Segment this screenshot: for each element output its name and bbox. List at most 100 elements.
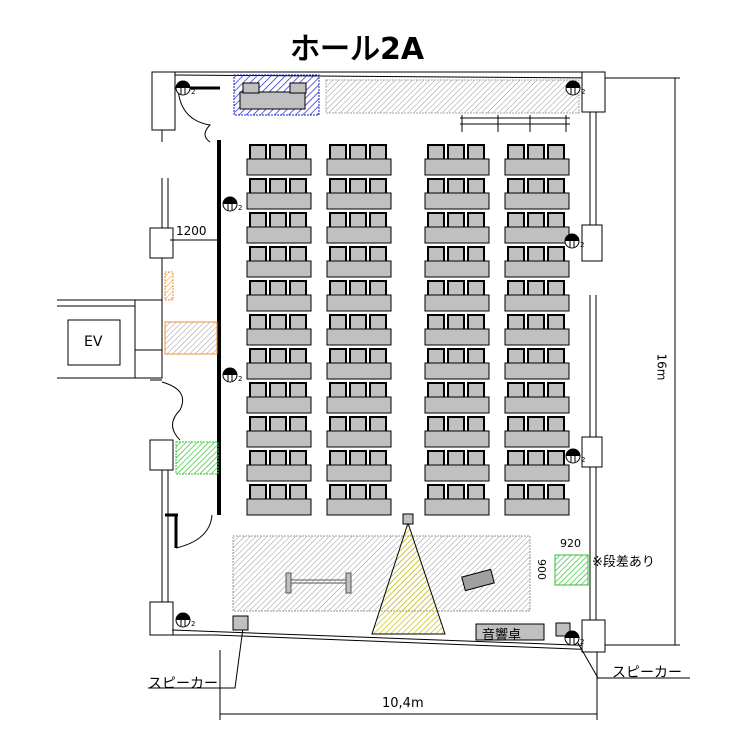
desk bbox=[424, 328, 490, 346]
chair bbox=[369, 382, 387, 399]
chair bbox=[289, 382, 307, 399]
chair bbox=[269, 178, 287, 195]
chair bbox=[349, 246, 367, 263]
desk-group bbox=[326, 416, 392, 448]
stage-truss bbox=[285, 572, 352, 594]
chair bbox=[467, 246, 485, 263]
chair bbox=[329, 246, 347, 263]
desk bbox=[424, 396, 490, 414]
chair bbox=[349, 450, 367, 467]
desk bbox=[246, 260, 312, 278]
chair bbox=[527, 348, 545, 365]
outlet-count: 2 bbox=[580, 638, 584, 646]
page-title: ホール2A bbox=[290, 32, 425, 67]
chair bbox=[369, 484, 387, 501]
chair bbox=[249, 280, 267, 297]
chair bbox=[369, 212, 387, 229]
outlet-count: 2 bbox=[581, 456, 585, 464]
chair bbox=[547, 416, 565, 433]
chair bbox=[527, 314, 545, 331]
chair bbox=[507, 144, 525, 161]
chair bbox=[527, 416, 545, 433]
chair bbox=[269, 212, 287, 229]
desk bbox=[326, 464, 392, 482]
chair bbox=[349, 212, 367, 229]
ev-label: EV bbox=[84, 334, 103, 350]
chair bbox=[527, 484, 545, 501]
chair bbox=[427, 280, 445, 297]
chair bbox=[427, 450, 445, 467]
step-area bbox=[554, 554, 589, 586]
desk bbox=[326, 226, 392, 244]
desk-group bbox=[326, 178, 392, 210]
chair bbox=[249, 212, 267, 229]
outlet-icon: 2 bbox=[565, 80, 585, 96]
chair bbox=[447, 212, 465, 229]
partition-stand bbox=[460, 115, 570, 132]
chair bbox=[269, 314, 287, 331]
desk bbox=[424, 158, 490, 176]
chair bbox=[507, 348, 525, 365]
desk bbox=[504, 226, 570, 244]
desk-group bbox=[326, 348, 392, 380]
chair bbox=[547, 246, 565, 263]
desk-group bbox=[424, 416, 490, 448]
chair bbox=[369, 348, 387, 365]
chair bbox=[249, 416, 267, 433]
chair bbox=[249, 144, 267, 161]
desk-group bbox=[326, 144, 392, 176]
desk-group bbox=[424, 348, 490, 380]
desk bbox=[504, 192, 570, 210]
chair bbox=[547, 382, 565, 399]
chair bbox=[289, 484, 307, 501]
step-depth: 900 bbox=[535, 559, 548, 580]
desk-group bbox=[326, 484, 392, 516]
desk-group bbox=[326, 212, 392, 244]
chair bbox=[289, 314, 307, 331]
speaker-left-label: スピーカー bbox=[148, 676, 218, 692]
desk bbox=[424, 362, 490, 380]
chair bbox=[447, 484, 465, 501]
chair bbox=[269, 450, 287, 467]
desk-group bbox=[246, 484, 312, 516]
chair bbox=[447, 382, 465, 399]
chair bbox=[507, 416, 525, 433]
chair bbox=[269, 382, 287, 399]
desk-group bbox=[246, 382, 312, 414]
chair bbox=[507, 246, 525, 263]
chair bbox=[547, 348, 565, 365]
desk bbox=[424, 294, 490, 312]
chair bbox=[467, 382, 485, 399]
storage-area bbox=[325, 79, 580, 114]
desk bbox=[504, 260, 570, 278]
desk bbox=[246, 362, 312, 380]
chair bbox=[427, 144, 445, 161]
desk bbox=[504, 362, 570, 380]
desk bbox=[326, 192, 392, 210]
chair bbox=[349, 348, 367, 365]
chair bbox=[329, 314, 347, 331]
desk-group bbox=[424, 382, 490, 414]
chair bbox=[329, 144, 347, 161]
outlet-count: 2 bbox=[238, 204, 242, 212]
desk bbox=[246, 294, 312, 312]
chair bbox=[447, 416, 465, 433]
chair bbox=[329, 450, 347, 467]
chair bbox=[249, 246, 267, 263]
chair bbox=[289, 178, 307, 195]
outlet-icon: 2 bbox=[564, 233, 584, 249]
chair bbox=[269, 484, 287, 501]
chair bbox=[547, 450, 565, 467]
chair bbox=[467, 314, 485, 331]
desk bbox=[246, 430, 312, 448]
chair bbox=[369, 178, 387, 195]
chair bbox=[427, 314, 445, 331]
chair bbox=[467, 348, 485, 365]
chair bbox=[349, 144, 367, 161]
chair bbox=[467, 484, 485, 501]
chair bbox=[289, 246, 307, 263]
chair bbox=[427, 212, 445, 229]
chair bbox=[329, 178, 347, 195]
